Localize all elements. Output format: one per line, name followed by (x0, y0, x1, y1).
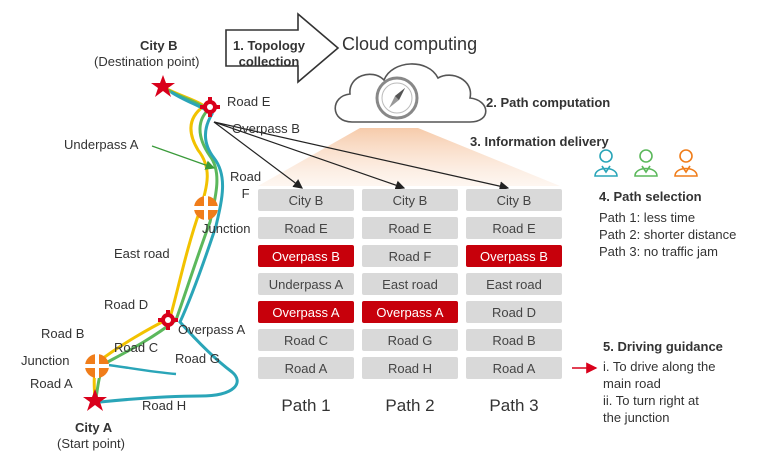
road-d-label: Road D (104, 297, 149, 312)
road-a-label: Road A (30, 376, 73, 391)
information-delivery-label: 3. Information delivery (470, 134, 609, 149)
arrow-path2 (213, 121, 406, 190)
path1-cell-4: Underpass A (258, 273, 354, 295)
path1-cell-1: City B (258, 189, 354, 211)
topology-arrow (225, 12, 340, 84)
user-icon-1 (594, 149, 618, 177)
topology-label: 1. Topology collection (233, 38, 305, 69)
city-a-star-icon (83, 389, 107, 411)
city-a-label: City A (75, 420, 113, 435)
driving-guidance-label: 5. Driving guidance (603, 339, 723, 354)
path1-cell-2: Road E (258, 217, 354, 239)
east-road-label: East road (114, 246, 170, 261)
path2-cell-3: Road F (362, 245, 458, 267)
junction-bottom-label: Junction (21, 353, 70, 368)
selection-item-1: Path 1: less time (599, 210, 696, 225)
path2-name: Path 2 (385, 396, 435, 415)
route-teal-branch (99, 362, 177, 376)
city-b-label: City B (140, 38, 178, 53)
path1-name: Path 1 (281, 396, 331, 415)
compass-icon (375, 76, 419, 120)
path3-cell-2: Road E (466, 217, 562, 239)
path2-cell-4: East road (362, 273, 458, 295)
path3-name: Path 3 (489, 396, 539, 415)
road-e-label: Road E (227, 94, 271, 109)
junction-top-label: Junction (202, 221, 251, 236)
underpass-pointer (151, 145, 216, 170)
path2-cell-6: Road G (362, 329, 458, 351)
road-c-label: Road C (114, 340, 159, 355)
path3-cell-1: City B (466, 189, 562, 211)
path1-cell-5: Overpass A (258, 301, 354, 323)
delivery-beam (258, 128, 560, 186)
underpass-a-label: Underpass A (64, 137, 139, 152)
path3-cell-7: Road A (466, 357, 562, 379)
path2-cell-2: Road E (362, 217, 458, 239)
path1-cell-3: Overpass B (258, 245, 354, 267)
selection-item-3: Path 3: no traffic jam (599, 244, 718, 259)
overpass-b-label: Overpass B (232, 121, 300, 136)
path2-cell-7: Road H (362, 357, 458, 379)
path3-cell-3: Overpass B (466, 245, 562, 267)
selection-item-2: Path 2: shorter distance (599, 227, 737, 242)
overpass-a-marker-icon (158, 310, 178, 330)
city-b-star-icon (151, 75, 175, 97)
arrow-path3 (213, 121, 510, 191)
route-teal (99, 90, 239, 404)
city-a-sublabel: (Start point) (57, 436, 125, 451)
road-g-label: Road G (175, 351, 220, 366)
path2-cell-5: Overpass A (362, 301, 458, 323)
junction-bottom-marker-icon (85, 354, 109, 378)
path-selection-label: 4. Path selection (599, 189, 702, 204)
city-b-sublabel: (Destination point) (94, 54, 200, 69)
road-h-label: Road H (142, 398, 187, 413)
user-icon-2 (634, 149, 658, 177)
path3-cell-6: Road B (466, 329, 562, 351)
overpass-b-marker-icon (200, 97, 220, 117)
road-b-label: Road B (41, 326, 85, 341)
overpass-a-label: Overpass A (178, 322, 246, 337)
guidance-text: i. To drive along the main road ii. To t… (603, 359, 716, 425)
user-icon-3 (674, 149, 698, 177)
path-computation-label: 2. Path computation (486, 95, 611, 110)
cloud-label: Cloud computing (342, 34, 478, 54)
arrow-path1 (213, 121, 303, 189)
path3-cell-4: East road (466, 273, 562, 295)
path2-cell-1: City B (362, 189, 458, 211)
path3-cell-5: Road D (466, 301, 562, 323)
path1-cell-7: Road A (258, 357, 354, 379)
junction-top-marker-icon (194, 196, 218, 220)
path1-cell-6: Road C (258, 329, 354, 351)
road-f-label: Road F (230, 169, 262, 201)
